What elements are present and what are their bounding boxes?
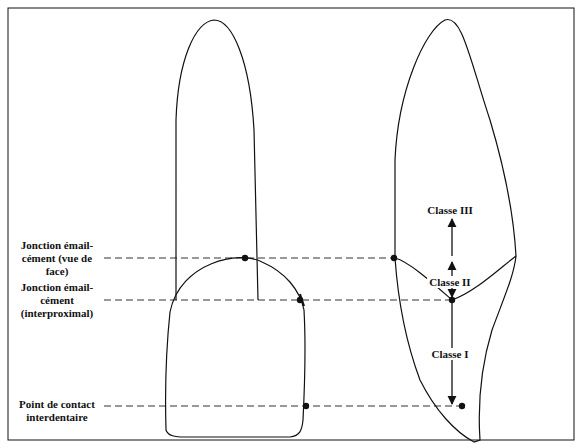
side-tooth — [395, 19, 516, 442]
landmark-label-text: Jonction émail-cément (interproximal) — [21, 281, 94, 319]
frame — [8, 8, 574, 440]
reference-lines — [104, 258, 462, 406]
landmark-label: Jonction émail-cément (interproximal) — [10, 281, 104, 320]
class-label: Classe II — [427, 276, 472, 289]
class-label: Classe III — [415, 204, 485, 217]
front-tooth — [166, 20, 305, 437]
landmark-label-text: Point de contact interdentaire — [19, 398, 95, 423]
class-arrows — [451, 219, 452, 404]
landmark-label: Jonction émail-cément (vue de face) — [10, 239, 104, 278]
class-label: Classe I — [430, 348, 471, 361]
class-label-text: Classe II — [427, 276, 472, 288]
landmark-label: Point de contact interdentaire — [10, 398, 104, 424]
class-label-text: Classe III — [427, 204, 473, 216]
class-label-text: Classe I — [430, 348, 471, 360]
landmark-label-text: Jonction émail-cément (vue de face) — [21, 239, 93, 277]
